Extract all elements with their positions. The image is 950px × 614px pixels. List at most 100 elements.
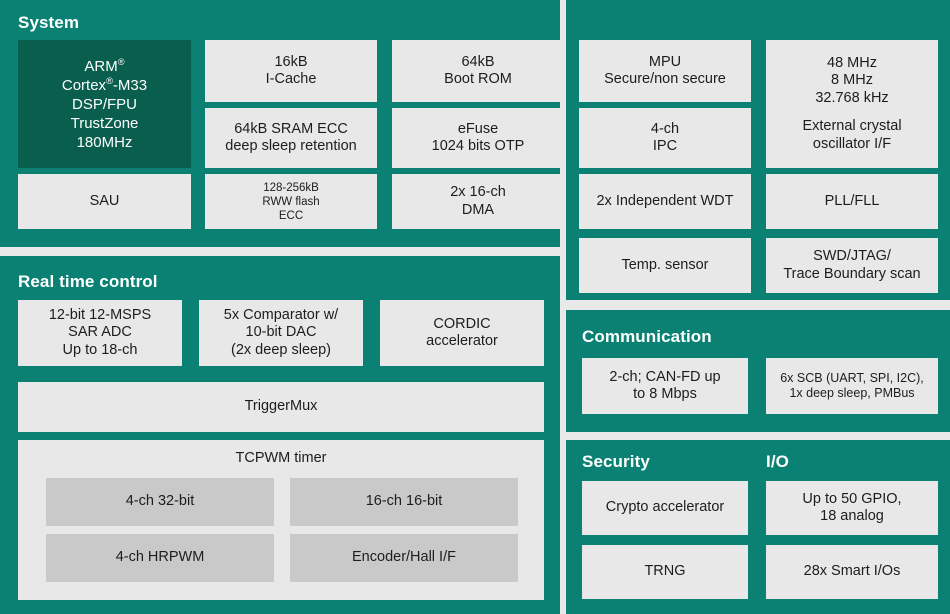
line: 2-ch; CAN-FD up xyxy=(609,368,721,385)
line: PLL/FLL xyxy=(824,192,880,209)
block-efuse: eFuse 1024 bits OTP xyxy=(392,108,560,168)
line: Cortex®-M33 xyxy=(61,75,148,94)
line: Crypto accelerator xyxy=(605,499,725,516)
block-can-fd: 2-ch; CAN-FD up to 8 Mbps xyxy=(582,358,748,414)
registered-icon: ® xyxy=(106,75,113,86)
block-i-cache: 16kB I-Cache xyxy=(205,40,377,102)
block-triggermux: TriggerMux xyxy=(18,382,544,432)
block-tcpwm-4ch-32bit: 4-ch 32-bit xyxy=(46,478,274,526)
line: 28x Smart I/Os xyxy=(803,563,901,580)
section-system-title: System xyxy=(18,13,80,32)
block-pll-fll: PLL/FLL xyxy=(766,174,938,229)
line: 128-256kB xyxy=(263,181,319,194)
line: oscillator I/F xyxy=(812,135,892,152)
line: to 8 Mbps xyxy=(633,386,697,402)
section-system: System ARM® Cortex®-M33 DSP/FPU TrustZon… xyxy=(0,0,560,247)
block-sar-adc: 12-bit 12-MSPS SAR ADC Up to 18-ch xyxy=(18,300,182,366)
block-watchdog-timer: 2x Independent WDT xyxy=(579,174,751,229)
line: 4-ch xyxy=(650,120,680,137)
section-io-title: I/O xyxy=(766,452,789,471)
block-tcpwm-encoder-hall: Encoder/Hall I/F xyxy=(290,534,518,582)
section-communication-title: Communication xyxy=(582,327,712,346)
line: Temp. sensor xyxy=(621,256,709,273)
line: 16-ch 16-bit xyxy=(365,493,443,510)
section-system-right: MPU Secure/non secure 4-ch IPC 2x Indepe… xyxy=(566,0,950,300)
block-sram-ecc: 64kB SRAM ECC deep sleep retention xyxy=(205,108,377,168)
line: DSP/FPU xyxy=(71,95,137,113)
line: 5x Comparator w/ xyxy=(223,306,339,323)
line: (2x deep sleep) xyxy=(231,341,331,358)
line: 6x SCB (UART, SPI, I2C), xyxy=(780,371,924,385)
line: Boot ROM xyxy=(444,71,512,87)
line: External crystal xyxy=(802,118,902,135)
line: 16kB xyxy=(274,53,308,70)
line: Up to 18-ch xyxy=(62,341,138,358)
line: 8 MHz xyxy=(831,72,873,89)
block-temp-sensor: Temp. sensor xyxy=(579,238,751,293)
block-cordic-accelerator: CORDIC accelerator xyxy=(380,300,544,366)
line: Trace Boundary scan xyxy=(783,265,921,282)
section-security-title: Security xyxy=(582,452,650,471)
line: ECC xyxy=(278,209,304,222)
block-arm-cortex-m33: ARM® Cortex®-M33 DSP/FPU TrustZone 180MH… xyxy=(18,40,191,168)
line: TrustZone xyxy=(70,114,139,132)
registered-icon: ® xyxy=(117,56,125,67)
block-mpu: MPU Secure/non secure xyxy=(579,40,751,102)
section-real-time-control: Real time control 12-bit 12-MSPS SAR ADC… xyxy=(0,256,560,614)
line-spacer xyxy=(770,107,934,118)
block-dma: 2x 16-ch DMA xyxy=(392,174,560,229)
line: ARM® xyxy=(84,56,125,75)
line: 4-ch 32-bit xyxy=(125,493,195,510)
line: 1024 bits OTP xyxy=(431,138,525,154)
block-sau: SAU xyxy=(18,174,191,229)
block-ipc: 4-ch IPC xyxy=(579,108,751,168)
line: 32.768 kHz xyxy=(815,89,889,106)
line: 48 MHz xyxy=(827,54,877,71)
line: I-Cache xyxy=(265,71,317,87)
line: accelerator xyxy=(426,333,498,349)
line: 180MHz xyxy=(76,133,133,151)
block-scb: 6x SCB (UART, SPI, I2C), 1x deep sleep, … xyxy=(766,358,938,414)
line: 18 analog xyxy=(820,508,884,524)
block-arm-cortex-m33-lines: ARM® Cortex®-M33 DSP/FPU TrustZone 180MH… xyxy=(22,57,187,152)
line: TRNG xyxy=(644,563,686,580)
line: 1x deep sleep, PMBus xyxy=(789,386,915,400)
line: DMA xyxy=(461,201,495,218)
line: 64kB SRAM ECC xyxy=(234,120,348,137)
line: IPC xyxy=(652,138,678,154)
block-tcpwm-16ch-16bit: 16-ch 16-bit xyxy=(290,478,518,526)
block-swd-jtag-trace: SWD/JTAG/ Trace Boundary scan xyxy=(766,238,938,293)
block-crypto-accelerator: Crypto accelerator xyxy=(582,481,748,535)
line: 2x Independent WDT xyxy=(596,192,734,209)
line: Secure/non secure xyxy=(604,71,726,87)
line: SAR ADC xyxy=(68,324,132,341)
block-trng: TRNG xyxy=(582,545,748,599)
section-security-io: Security I/O Crypto accelerator TRNG Up … xyxy=(566,440,950,614)
line: SAU xyxy=(89,192,120,209)
line: eFuse xyxy=(457,120,499,137)
block-tcpwm-4ch-hrpwm: 4-ch HRPWM xyxy=(46,534,274,582)
line: deep sleep retention xyxy=(225,138,357,154)
line: 64kB xyxy=(461,53,495,70)
block-tcpwm-timer-title: TCPWM timer xyxy=(235,450,327,466)
section-real-time-control-title: Real time control xyxy=(18,272,158,291)
line: SWD/JTAG/ xyxy=(813,248,891,264)
line: RWW flash xyxy=(262,195,320,208)
block-rww-flash: 128-256kB RWW flash ECC xyxy=(205,174,377,229)
line: 12-bit 12-MSPS xyxy=(48,306,152,323)
line: 2x 16-ch xyxy=(450,184,506,200)
block-gpio: Up to 50 GPIO, 18 analog xyxy=(766,481,938,535)
block-tcpwm-timer-group: TCPWM timer 4-ch 32-bit 16-ch 16-bit 4-c… xyxy=(18,440,544,600)
line: TriggerMux xyxy=(244,398,318,415)
block-boot-rom: 64kB Boot ROM xyxy=(392,40,560,102)
line: Encoder/Hall I/F xyxy=(352,549,456,566)
line: MPU xyxy=(648,53,682,70)
section-communication: Communication 2-ch; CAN-FD up to 8 Mbps … xyxy=(566,310,950,432)
block-smart-io: 28x Smart I/Os xyxy=(766,545,938,599)
line: CORDIC xyxy=(433,315,491,332)
line: Up to 50 GPIO, xyxy=(802,490,902,507)
block-comparator-dac: 5x Comparator w/ 10-bit DAC (2x deep sle… xyxy=(199,300,363,366)
line: 10-bit DAC xyxy=(245,324,317,341)
block-clocks-oscillator: 48 MHz 8 MHz 32.768 kHz External crystal… xyxy=(766,40,938,168)
